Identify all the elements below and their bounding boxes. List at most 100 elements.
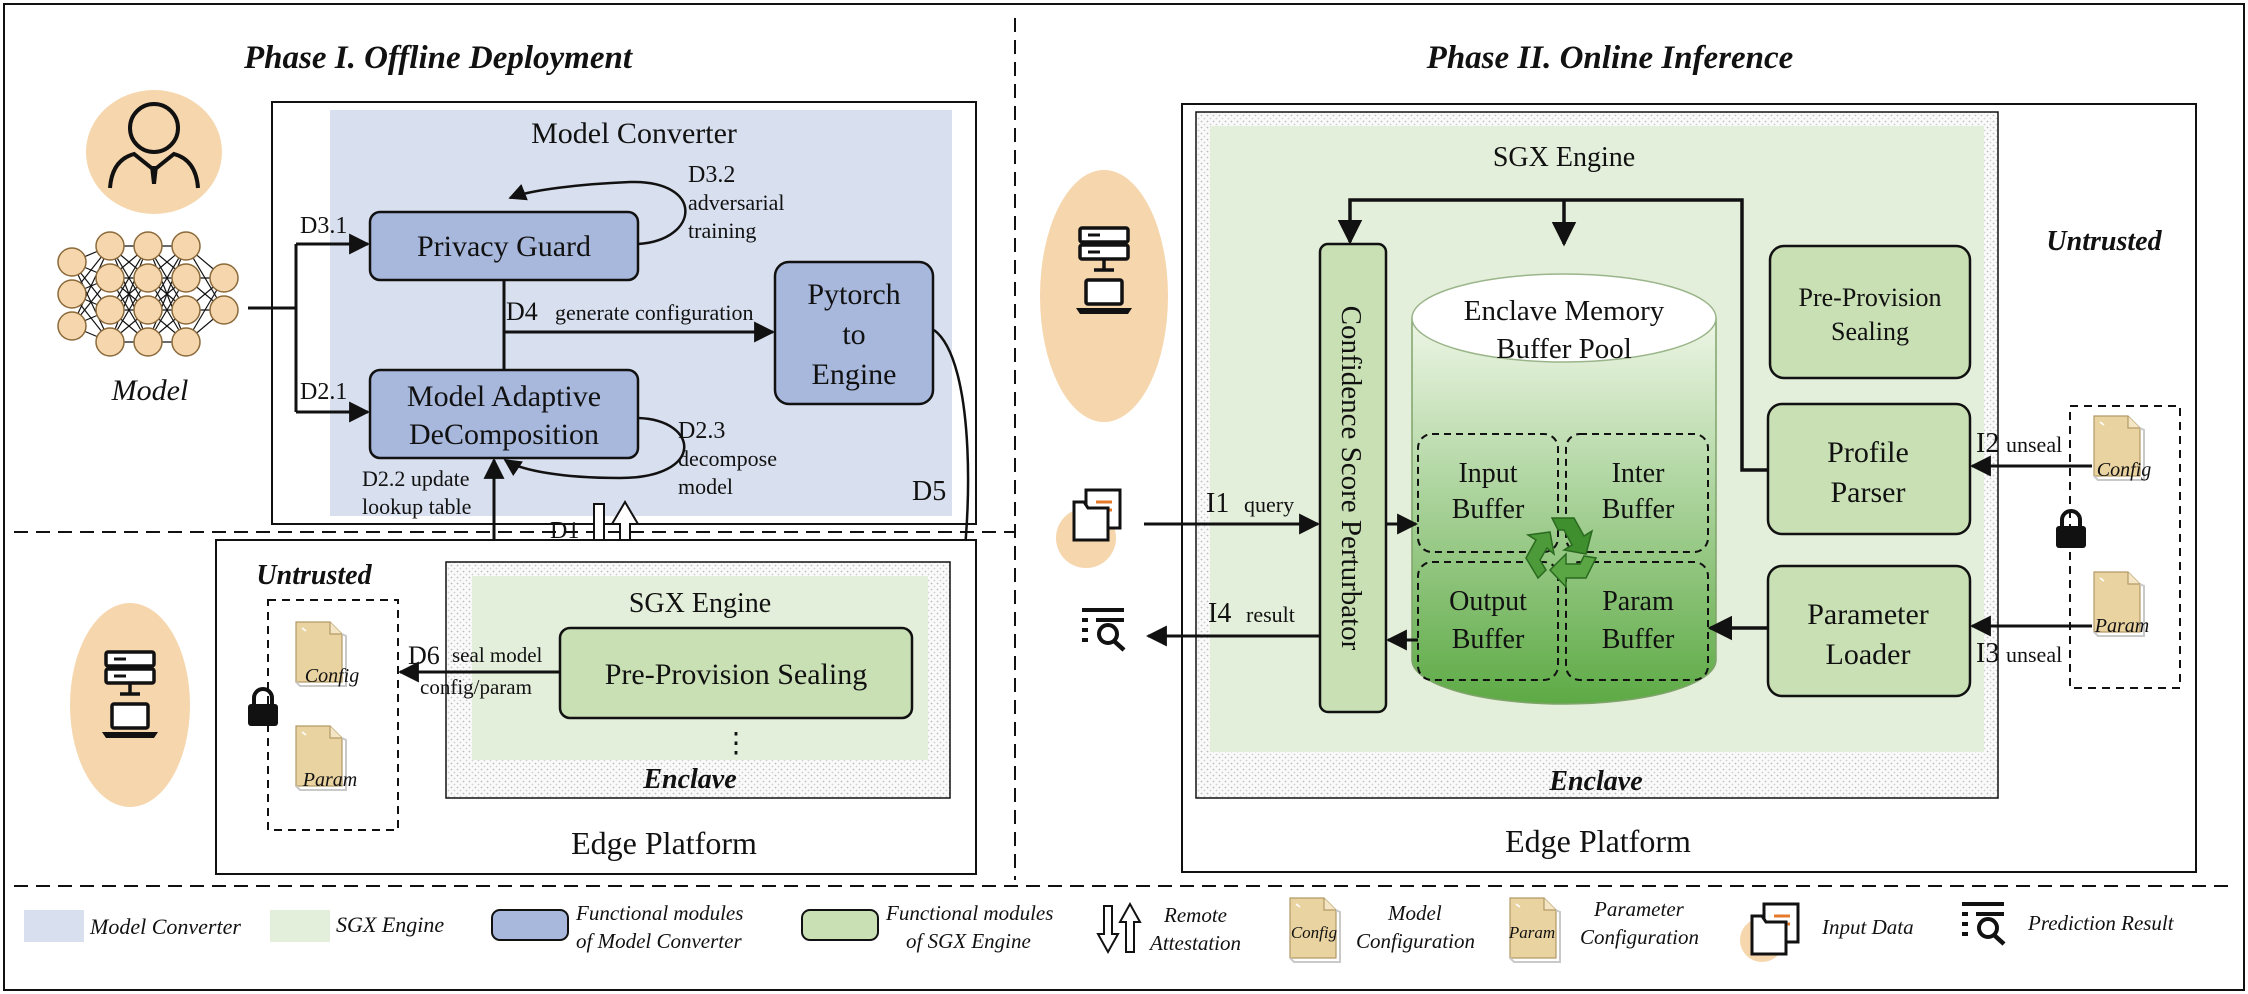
i2-text: unseal	[2006, 432, 2062, 457]
d4-label: D4	[506, 297, 538, 326]
legend-model-config-1: Model	[1387, 901, 1442, 925]
developer-avatar-icon	[86, 90, 222, 214]
legend-swatch-sgx-engine	[270, 910, 330, 942]
d21-label: D2.1	[300, 379, 347, 405]
legend-swatch-fm-converter	[491, 909, 569, 941]
nn-node	[133, 295, 163, 325]
model-converter-title: Model Converter	[531, 117, 737, 150]
outer-frame	[3, 3, 2245, 991]
legend-fm-sgx-1: Functional modules	[885, 901, 1053, 925]
nn-node	[133, 231, 163, 261]
untrusted-label-1: Untrusted	[256, 560, 372, 591]
d22-text1: D2.2 update	[362, 466, 470, 491]
nn-connection	[109, 245, 149, 343]
nn-connection	[71, 245, 111, 327]
untrusted-label-2: Untrusted	[2046, 226, 2162, 257]
legend-sgx-engine: SGX Engine	[336, 912, 444, 937]
legend-param-config-1: Parameter	[1593, 897, 1685, 921]
parameter-loader-line1: Parameter	[1807, 598, 1929, 631]
nn-node	[95, 327, 125, 357]
d23-label: D2.3	[678, 418, 725, 444]
param-buffer-line1: Param	[1602, 586, 1674, 617]
nn-node	[57, 311, 87, 341]
d6-text2: config/param	[420, 675, 532, 699]
input-buffer-line2: Buffer	[1452, 494, 1525, 525]
phase2-title: Phase II. Online Inference	[1426, 40, 1794, 76]
nn-connection	[147, 245, 187, 343]
d23-text2: model	[678, 474, 733, 499]
output-buffer-line1: Output	[1449, 586, 1527, 617]
nn-node	[95, 263, 125, 293]
inter-buffer	[1565, 433, 1709, 553]
phase1-title: Phase I. Offline Deployment	[243, 40, 633, 76]
edge-device-avatar-2	[1040, 170, 1168, 422]
param-file-label-2: Param	[2094, 615, 2149, 637]
legend-swatch-fm-sgx	[801, 909, 879, 941]
profile-parser-box	[1766, 402, 1972, 536]
legend: Model Converter SGX Engine Functional mo…	[24, 897, 2175, 963]
pytorch-line3: Engine	[812, 358, 897, 391]
config-file-label-1: Config	[305, 665, 359, 687]
nn-node	[171, 231, 201, 261]
d6-text1: seal model	[452, 643, 543, 667]
nn-node	[57, 279, 87, 309]
d32-loop-arrow	[508, 180, 687, 246]
model-adaptive-line2: DeComposition	[409, 418, 599, 451]
legend-prediction-result: Prediction Result	[2027, 911, 2175, 935]
neural-network-model-icon	[57, 231, 239, 357]
pre-provision-line2: Sealing	[1831, 317, 1909, 346]
config-file-label-2: Config	[2097, 459, 2151, 481]
d23-text1: decompose	[678, 446, 777, 471]
legend-prediction-icon	[1962, 904, 2004, 944]
i3-label: I3	[1976, 638, 1999, 669]
output-buffer-line2: Buffer	[1452, 624, 1525, 655]
legend-input-data-icon	[1740, 902, 1800, 962]
d4-text: generate configuration	[555, 300, 754, 325]
confidence-score-perturbator-label: Confidence Score Perturbator	[1335, 306, 1367, 651]
edge-platform-label-2: Edge Platform	[1505, 823, 1691, 859]
legend-config-icon-label: Config	[1291, 923, 1337, 942]
enclave-label-2: Enclave	[1548, 766, 1642, 797]
legend-model-config-2: Configuration	[1356, 929, 1475, 953]
ellipsis-label: ⋮	[722, 728, 750, 759]
d23-loop-arrow	[503, 416, 686, 480]
input-buffer	[1417, 433, 1559, 553]
legend-model-converter: Model Converter	[89, 914, 241, 939]
inter-buffer-line2: Buffer	[1602, 494, 1675, 525]
pre-provision-sealing-box-2	[1768, 244, 1972, 380]
parameter-loader-box	[1766, 564, 1972, 698]
legend-remote-1: Remote	[1163, 903, 1227, 927]
d32-text2: training	[688, 218, 756, 243]
i1-text: query	[1244, 492, 1294, 517]
memory-pool-line1: Enclave Memory	[1464, 295, 1665, 327]
nn-node	[209, 263, 239, 293]
profile-parser-line1: Profile	[1827, 436, 1909, 469]
input-buffer-line1: Input	[1458, 458, 1517, 489]
nn-node	[171, 295, 201, 325]
edge-device-avatar-1	[70, 603, 190, 807]
nn-node	[209, 295, 239, 325]
prediction-result-icon	[1082, 610, 1124, 650]
pytorch-line2: to	[842, 318, 865, 351]
parameter-loader-line2: Loader	[1826, 638, 1911, 671]
inter-buffer-line1: Inter	[1612, 458, 1666, 489]
privacy-guard-label: Privacy Guard	[417, 230, 591, 263]
i4-text: result	[1246, 602, 1295, 627]
pre-provision-line1: Pre-Provision	[1799, 283, 1942, 312]
d5-label: D5	[912, 476, 946, 507]
model-label: Model	[111, 374, 189, 407]
legend-remote-2: Attestation	[1148, 931, 1241, 955]
profile-to-perturbator-arrow	[1337, 198, 1768, 472]
legend-fm-converter-2: of Model Converter	[576, 929, 742, 953]
pre-provision-sealing-label-1: Pre-Provision Sealing	[605, 658, 868, 691]
pytorch-line1: Pytorch	[807, 278, 900, 311]
d32-label: D3.2	[688, 162, 735, 188]
legend-fm-converter-1: Functional modules	[575, 901, 743, 925]
i4-label: I4	[1208, 598, 1231, 629]
param-buffer-line2: Buffer	[1602, 624, 1675, 655]
nn-node	[133, 327, 163, 357]
legend-fm-sgx-2: of SGX Engine	[906, 929, 1031, 953]
memory-pool-line2: Buffer Pool	[1496, 333, 1632, 365]
model-adaptive-line1: Model Adaptive	[407, 380, 601, 413]
